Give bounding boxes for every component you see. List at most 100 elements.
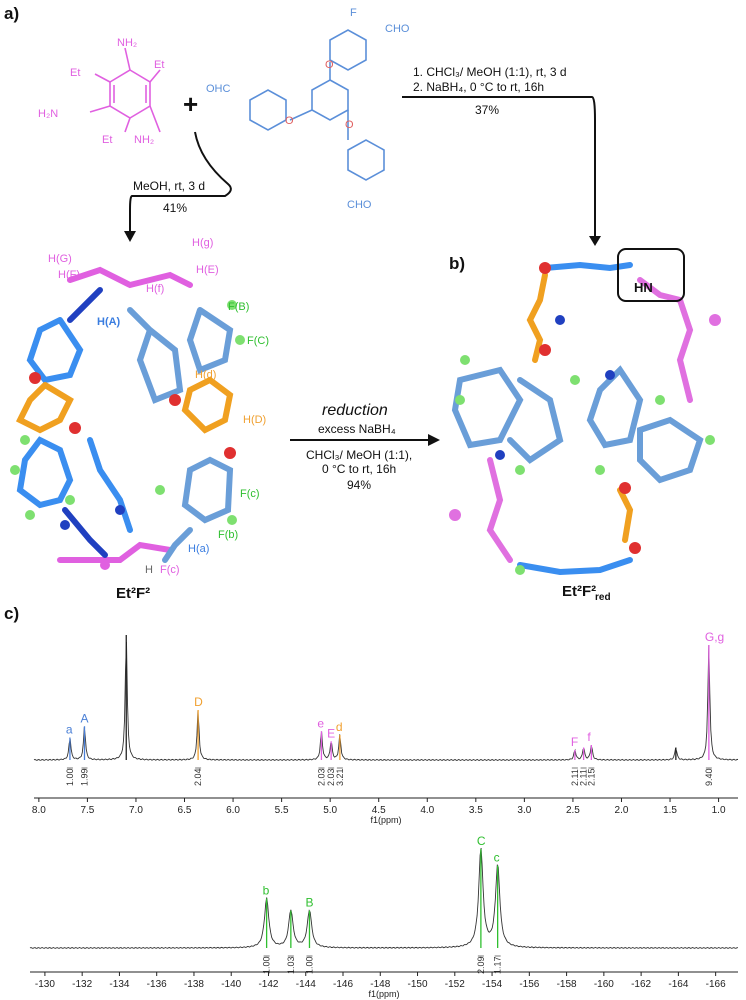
- amine-nh2-bottom: NH₂: [134, 134, 154, 146]
- label-hG: H(G): [48, 253, 72, 265]
- x-tick-label: -136: [147, 979, 167, 990]
- x-tick-label: -166: [706, 979, 726, 990]
- label-ha: H(a): [188, 543, 209, 555]
- integral-value: 3.21: [335, 768, 345, 786]
- reduction-reagent: excess NaBH₄: [318, 422, 396, 436]
- x-tick-label: -148: [370, 979, 390, 990]
- peak-label: c: [494, 851, 500, 865]
- right-molecule-atoms: [449, 262, 721, 575]
- reduction-conditions: reduction excess NaBH₄ CHCl₃/ MeOH (1:1)…: [306, 402, 412, 492]
- amine-structure: [89, 47, 161, 133]
- x-tick-label: -162: [631, 979, 651, 990]
- x-tick-label: 6.0: [226, 805, 240, 816]
- x-tick-label: -134: [109, 979, 129, 990]
- x-tick-label: -138: [184, 979, 204, 990]
- peak-label: d: [336, 720, 343, 734]
- label-fb: F(b): [218, 529, 238, 541]
- hn-label: HN: [634, 280, 653, 295]
- label-hD: H(D): [243, 414, 266, 426]
- peak-label: f: [587, 730, 591, 744]
- amine-et-3: Et: [102, 134, 112, 146]
- label-hg: H(g): [192, 237, 213, 249]
- x-tick-label: -132: [72, 979, 92, 990]
- x-axis-label: f1(ppm): [368, 989, 399, 999]
- integral-value: 9.40: [704, 768, 714, 786]
- right-molecule: [451, 261, 704, 576]
- aldehyde-structure: [249, 29, 385, 181]
- x-tick-label: -130: [35, 979, 55, 990]
- integral-value: 1.17: [493, 956, 503, 974]
- panel-label-b: b): [449, 254, 466, 273]
- amine-et-1: Et: [70, 67, 80, 79]
- x-tick-label: 1.0: [712, 805, 726, 816]
- label-hE: H(E): [196, 264, 219, 276]
- integral-value: 2.03: [316, 768, 326, 786]
- x-tick-label: 3.5: [469, 805, 483, 816]
- label-hF: H(F): [58, 269, 80, 281]
- x-tick-label: -154: [482, 979, 502, 990]
- integral-value: 1.00: [304, 956, 314, 974]
- integral-value: 1.00: [65, 768, 75, 786]
- aldehyde-oxygens: O O O: [285, 59, 354, 131]
- label-fc2: F(c): [160, 564, 180, 576]
- x-tick-label: 7.5: [80, 805, 94, 816]
- panel-label-a: a): [4, 4, 20, 23]
- left-condition: MeOH, rt, 3 d: [133, 179, 205, 193]
- left-structure-name: Et²F²: [116, 585, 150, 600]
- peak-label: G,g: [705, 630, 724, 644]
- integral-value: 2.15: [586, 768, 596, 786]
- plus-sign: +: [183, 89, 198, 119]
- left-molecule-atoms: [10, 300, 245, 570]
- integral-value: 2.09: [476, 956, 486, 974]
- peak-label: b: [263, 884, 270, 898]
- aldehyde-cho-bottom: CHO: [347, 199, 372, 211]
- x-tick-label: -146: [333, 979, 353, 990]
- amine-h2n: H₂N: [38, 108, 58, 120]
- left-arrow: [129, 131, 232, 235]
- x-tick-label: 2.5: [566, 805, 580, 816]
- label-hd: H(d): [195, 369, 216, 381]
- aldehyde-f: F: [350, 7, 357, 19]
- x-tick-label: 8.0: [32, 805, 46, 816]
- aldehyde-o-1: O: [325, 59, 334, 71]
- aldehyde-o-3: O: [345, 119, 354, 131]
- reduction-temp: 0 °C to rt, 16h: [322, 462, 396, 476]
- reduction-yield: 94%: [347, 478, 371, 492]
- hn-highlight-box: [617, 248, 685, 302]
- left-molecule: [15, 266, 234, 563]
- x-tick-label: -144: [296, 979, 316, 990]
- integral-value: 1.03: [286, 956, 296, 974]
- left-yield: 41%: [163, 201, 187, 215]
- left-arrowhead: [124, 231, 136, 242]
- x-tick-label: -140: [221, 979, 241, 990]
- amine-nh2-top: NH₂: [117, 37, 137, 49]
- top-conditions: 1. CHCl₃/ MeOH (1:1), rt, 3 d 2. NaBH₄, …: [413, 65, 567, 117]
- spectrum-trace: [33, 641, 739, 762]
- aldehyde-cho-top: CHO: [385, 23, 410, 35]
- reduction-arrowhead: [428, 434, 440, 446]
- right-structure-name: Et²F²: [562, 583, 596, 600]
- x-tick-label: -152: [445, 979, 465, 990]
- label-fC: F(C): [247, 335, 269, 347]
- panel-label-c: c): [4, 604, 20, 623]
- label-fB: F(B): [228, 301, 249, 313]
- reduction-solvent: CHCl₃/ MeOH (1:1),: [306, 448, 412, 462]
- aldehyde-labels: OHC CHO CHO F: [206, 7, 410, 211]
- x-tick-label: -160: [594, 979, 614, 990]
- x-tick-label: -164: [668, 979, 688, 990]
- top-arrowhead: [589, 236, 601, 246]
- top-condition-1: 1. CHCl₃/ MeOH (1:1), rt, 3 d: [413, 65, 567, 79]
- x-tick-label: 2.0: [615, 805, 629, 816]
- x-tick-label: 6.5: [178, 805, 192, 816]
- integral-value: 2.03: [326, 768, 336, 786]
- peak-label: C: [477, 834, 486, 848]
- integral-value: 2.11: [570, 769, 580, 786]
- right-structure-subscript: red: [595, 592, 611, 600]
- label-h: H: [145, 564, 153, 576]
- amine-labels: NH₂ Et Et H₂N Et NH₂: [38, 37, 164, 146]
- aldehyde-o-2: O: [285, 115, 294, 127]
- integral-value: 1.00: [262, 956, 272, 974]
- left-conditions: MeOH, rt, 3 d 41%: [133, 179, 205, 215]
- x-tick-label: 5.0: [323, 805, 337, 816]
